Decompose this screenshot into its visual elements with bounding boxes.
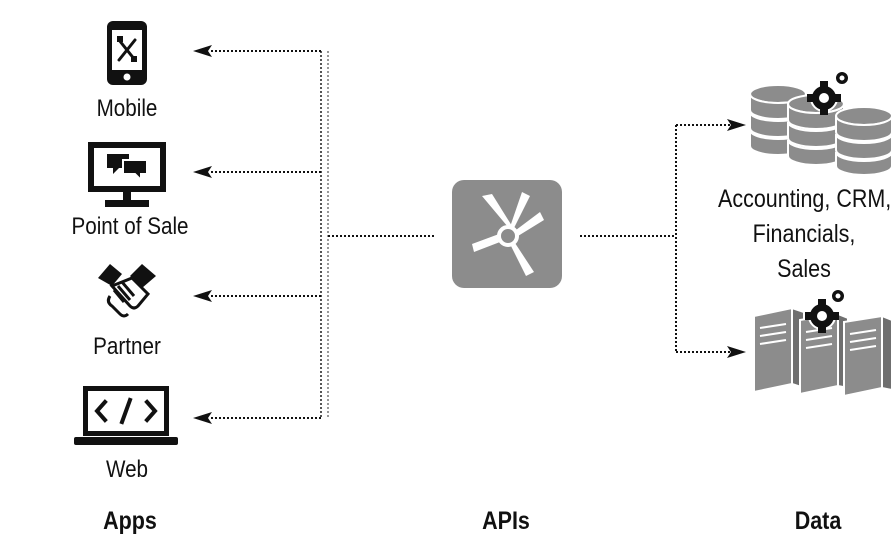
laptop-code-icon — [74, 386, 178, 445]
app-label-mobile: Mobile — [96, 95, 158, 122]
api-hub-icon — [452, 180, 562, 288]
app-label-web: Web — [105, 456, 149, 483]
app-label-partner: Partner — [93, 333, 161, 360]
arrow-to-pos — [193, 166, 321, 178]
monitor-chat-icon — [88, 142, 166, 207]
database-gear-icon — [749, 70, 893, 176]
arrow-to-database — [676, 119, 746, 131]
handshake-icon — [98, 264, 156, 318]
arrow-to-servers — [676, 346, 746, 358]
database-label-line-3: Sales — [777, 255, 831, 283]
column-title-data: Data — [794, 507, 842, 535]
app-label-pos: Point of Sale — [71, 213, 189, 240]
database-label: Accounting, CRM, Financials, Sales — [718, 182, 892, 287]
database-label-line-2: Financials, — [752, 220, 856, 248]
arrow-to-partner — [193, 290, 321, 302]
server-gear-icon — [753, 288, 893, 398]
column-title-apis: APIs — [482, 507, 530, 535]
mobile-phone-icon — [107, 21, 147, 85]
arrow-to-web — [193, 412, 321, 424]
arrow-to-mobile — [193, 45, 321, 57]
database-label-line-1: Accounting, CRM, — [718, 185, 892, 213]
column-title-apps: Apps — [103, 507, 157, 535]
